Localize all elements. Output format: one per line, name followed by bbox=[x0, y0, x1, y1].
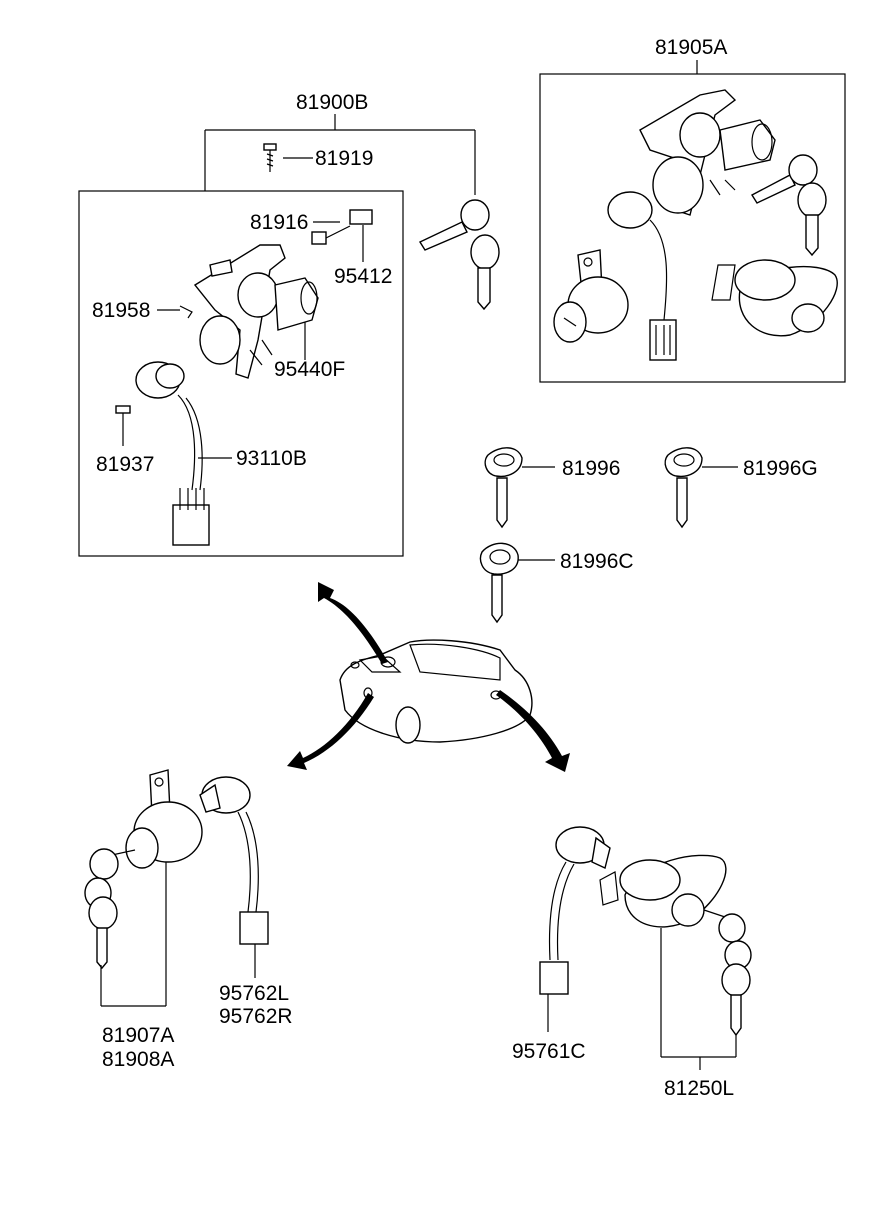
label-95762L: 95762L bbox=[219, 982, 289, 1005]
kit-trunk-lock-drawing bbox=[711, 259, 838, 337]
bolt-81919-drawing bbox=[263, 143, 277, 172]
key-81996C: 81996C bbox=[479, 542, 634, 624]
car-drawing bbox=[339, 639, 533, 744]
label-81900B: 81900B bbox=[296, 91, 368, 114]
steering-lock-body-drawing bbox=[193, 244, 319, 379]
key-switch-95412-drawing bbox=[311, 209, 373, 245]
ignition-switch-93110B-drawing bbox=[135, 361, 210, 546]
arrows-drawing bbox=[287, 582, 570, 772]
label-95761C: 95761C bbox=[512, 1040, 586, 1063]
label-95412: 95412 bbox=[334, 265, 392, 288]
screw-81958-drawing bbox=[179, 305, 193, 319]
label-81250L: 81250L bbox=[664, 1077, 734, 1100]
label-95440F: 95440F bbox=[274, 358, 345, 381]
kit-keys-drawing bbox=[751, 154, 827, 257]
label-81916: 81916 bbox=[250, 211, 308, 234]
screw-81937-drawing bbox=[115, 405, 131, 420]
door-lock-81907A-drawing bbox=[84, 769, 203, 970]
label-81996G: 81996G bbox=[743, 457, 818, 480]
ignition-lock-assembly-drawing bbox=[639, 89, 776, 216]
label-81919: 81919 bbox=[315, 147, 373, 170]
kit-door-cylinder-drawing bbox=[553, 249, 629, 343]
kit-81900B-keys-drawing bbox=[418, 199, 500, 311]
label-81907A: 81907A bbox=[102, 1024, 174, 1047]
label-81996: 81996 bbox=[562, 457, 620, 480]
key-81996G: 81996G bbox=[664, 447, 818, 529]
trunk-lock-81250L-drawing bbox=[599, 854, 752, 1037]
kit-81905A: 81905A bbox=[539, 36, 846, 383]
label-81905A: 81905A bbox=[655, 36, 727, 59]
kit-box-81900B bbox=[78, 190, 404, 557]
door-switch-95762-drawing bbox=[199, 776, 269, 945]
trunk-switch-95761C-drawing bbox=[539, 826, 611, 995]
label-81996C: 81996C bbox=[560, 550, 634, 573]
label-95762R: 95762R bbox=[219, 1005, 293, 1028]
kit-81900B: 81900B 81919 81916 95412 bbox=[78, 91, 500, 557]
label-81937: 81937 bbox=[96, 453, 154, 476]
kit-cable-drawing bbox=[607, 191, 677, 361]
key-81996: 81996 bbox=[484, 447, 620, 529]
label-81958: 81958 bbox=[92, 299, 150, 322]
kit-box-81905A bbox=[539, 73, 846, 383]
label-93110B: 93110B bbox=[236, 447, 307, 470]
label-81908A: 81908A bbox=[102, 1048, 174, 1071]
